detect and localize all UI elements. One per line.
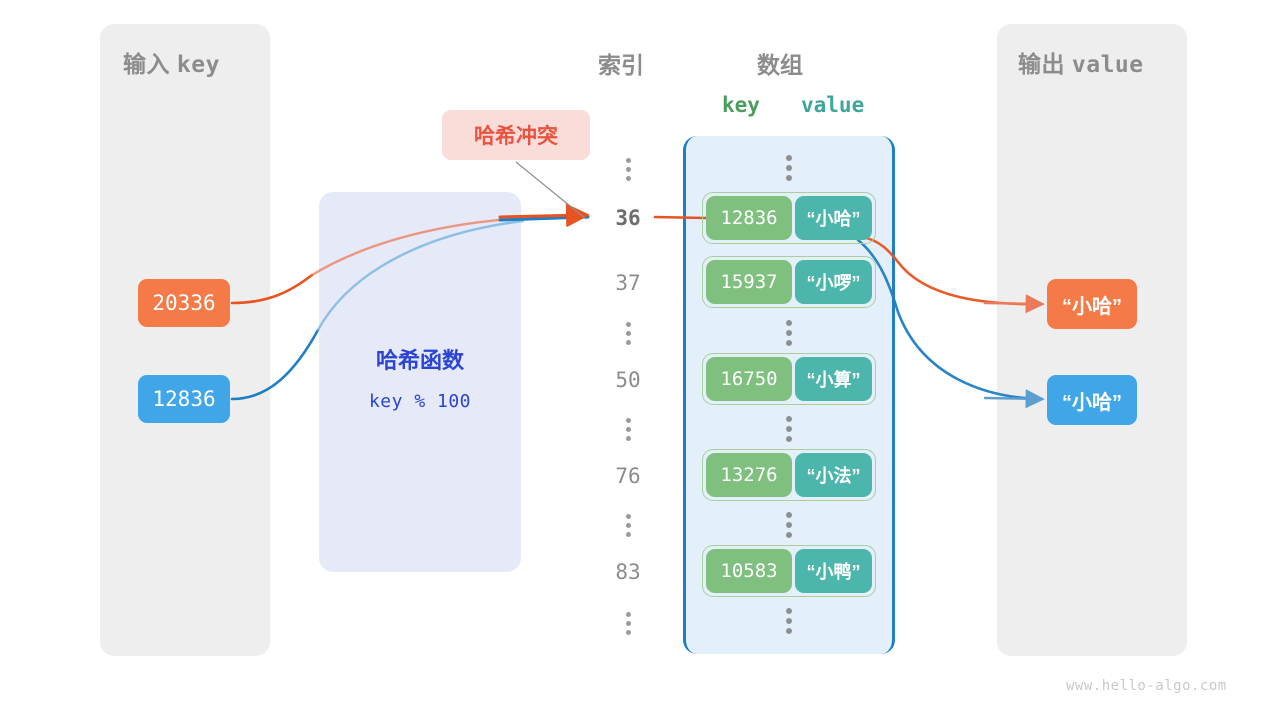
index-ellipsis	[598, 418, 658, 441]
input-title-cjk: 输入	[123, 51, 170, 77]
array-ellipsis	[683, 155, 895, 181]
table-row[interactable]: 10583 “小鸭”	[702, 545, 876, 597]
row-key-cell: 12836	[706, 196, 792, 240]
array-column-heading: 数组	[757, 52, 803, 78]
value-column-heading: value	[801, 93, 865, 117]
input-panel	[100, 24, 270, 656]
table-row[interactable]: 16750 “小算”	[702, 353, 876, 405]
input-key-pill[interactable]: 12836	[138, 375, 230, 423]
index-label-36: 36	[615, 206, 641, 230]
output-title-cjk: 输出	[1018, 51, 1065, 77]
input-panel-title: 输入 key	[123, 45, 220, 79]
index-label-50: 50	[615, 368, 641, 392]
table-row[interactable]: 13276 “小法”	[702, 449, 876, 501]
output-panel	[997, 24, 1187, 656]
output-panel-title: 输出 value	[1018, 45, 1144, 79]
row-value-cell: “小法”	[795, 453, 872, 497]
array-ellipsis	[683, 416, 895, 442]
index-ellipsis	[598, 158, 658, 181]
row-value-cell: “小哈”	[795, 196, 872, 240]
input-key-pill[interactable]: 20336	[138, 279, 230, 327]
index-column-heading: 索引	[598, 52, 644, 78]
input-title-mono: key	[176, 52, 220, 78]
index-ellipsis	[598, 322, 658, 345]
output-title-mono: value	[1071, 52, 1144, 78]
row-value-cell: “小啰”	[795, 260, 872, 304]
array-ellipsis	[683, 320, 895, 346]
output-value-pill[interactable]: “小哈”	[1047, 279, 1137, 329]
array-ellipsis	[683, 512, 895, 538]
row-key-cell: 10583	[706, 549, 792, 593]
index-ellipsis	[598, 514, 658, 537]
array-ellipsis	[683, 608, 895, 634]
index-label-37: 37	[615, 271, 641, 295]
hash-function-title: 哈希函数	[375, 348, 464, 373]
index-label-83: 83	[615, 560, 641, 584]
table-row[interactable]: 12836 “小哈”	[702, 192, 876, 244]
hash-function-box	[319, 192, 521, 572]
hash-function-formula: key % 100	[368, 391, 472, 412]
index-ellipsis	[598, 612, 658, 635]
key-column-heading: key	[722, 93, 760, 117]
row-key-cell: 13276	[706, 453, 792, 497]
row-key-cell: 16750	[706, 357, 792, 401]
index-label-76: 76	[615, 464, 641, 488]
row-value-cell: “小算”	[795, 357, 872, 401]
row-value-cell: “小鸭”	[795, 549, 872, 593]
hash-collision-label: 哈希冲突	[442, 110, 590, 160]
output-value-pill[interactable]: “小哈”	[1047, 375, 1137, 425]
watermark: www.hello-algo.com	[1066, 678, 1227, 694]
table-row[interactable]: 15937 “小啰”	[702, 256, 876, 308]
row-key-cell: 15937	[706, 260, 792, 304]
